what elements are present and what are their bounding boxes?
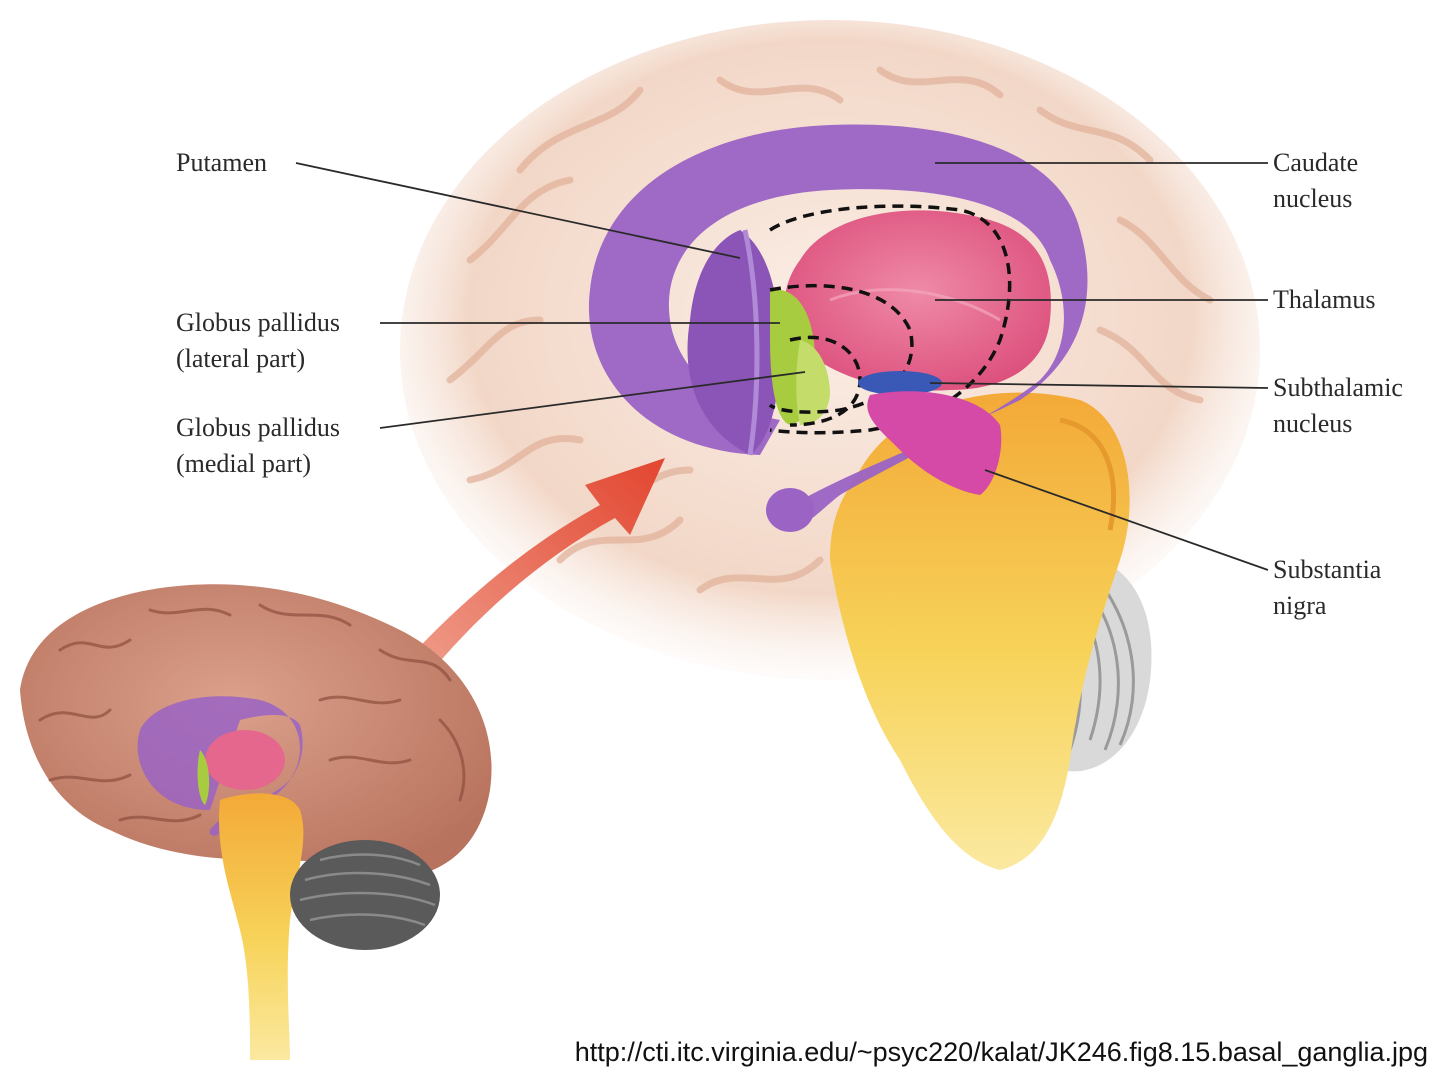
label-caudate-line1: Caudate: [1273, 148, 1359, 177]
label-substantia-nigra: Substantia nigra: [1273, 552, 1381, 624]
label-substantia-line2: nigra: [1273, 591, 1327, 620]
source-url-caption: http://cti.itc.virginia.edu/~psyc220/kal…: [574, 1037, 1428, 1067]
label-putamen-line1: Putamen: [176, 148, 267, 177]
label-subthalamic-line1: Subthalamic: [1273, 373, 1403, 402]
leader-substantia: [984, 469, 1269, 571]
globus-pallidus-shape: [770, 289, 830, 425]
label-globus-lateral-line2: (lateral part): [176, 344, 306, 373]
label-thalamus: Thalamus: [1273, 282, 1376, 318]
label-thalamus-line1: Thalamus: [1273, 285, 1376, 314]
brainstem-large: [830, 392, 1130, 870]
leader-subthalamic: [929, 382, 1269, 389]
label-globus-pallidus-lateral: Globus pallidus (lateral part): [176, 305, 340, 377]
label-subthalamic-line2: nucleus: [1273, 409, 1353, 438]
label-globus-medial-line2: (medial part): [176, 449, 311, 478]
label-globus-lateral-line1: Globus pallidus: [176, 308, 340, 337]
leader-lines: [295, 162, 1269, 571]
leader-globus-medial: [379, 371, 806, 429]
subthalamic-nucleus-shape: [858, 371, 942, 395]
label-caudate-line2: nucleus: [1273, 184, 1353, 213]
leader-putamen: [295, 162, 741, 259]
label-caudate-nucleus: Caudate nucleus: [1273, 145, 1358, 217]
thalamus-shape: [784, 210, 1051, 391]
label-globus-medial-line1: Globus pallidus: [176, 413, 340, 442]
putamen-shape: [687, 229, 780, 456]
label-subthalamic-nucleus: Subthalamic nucleus: [1273, 370, 1403, 442]
label-globus-pallidus-medial: Globus pallidus (medial part): [176, 410, 340, 482]
label-putamen: Putamen: [176, 145, 267, 181]
label-substantia-line1: Substantia: [1273, 555, 1382, 584]
substantia-nigra-shape: [867, 391, 1002, 495]
small-brain: [20, 584, 492, 1060]
